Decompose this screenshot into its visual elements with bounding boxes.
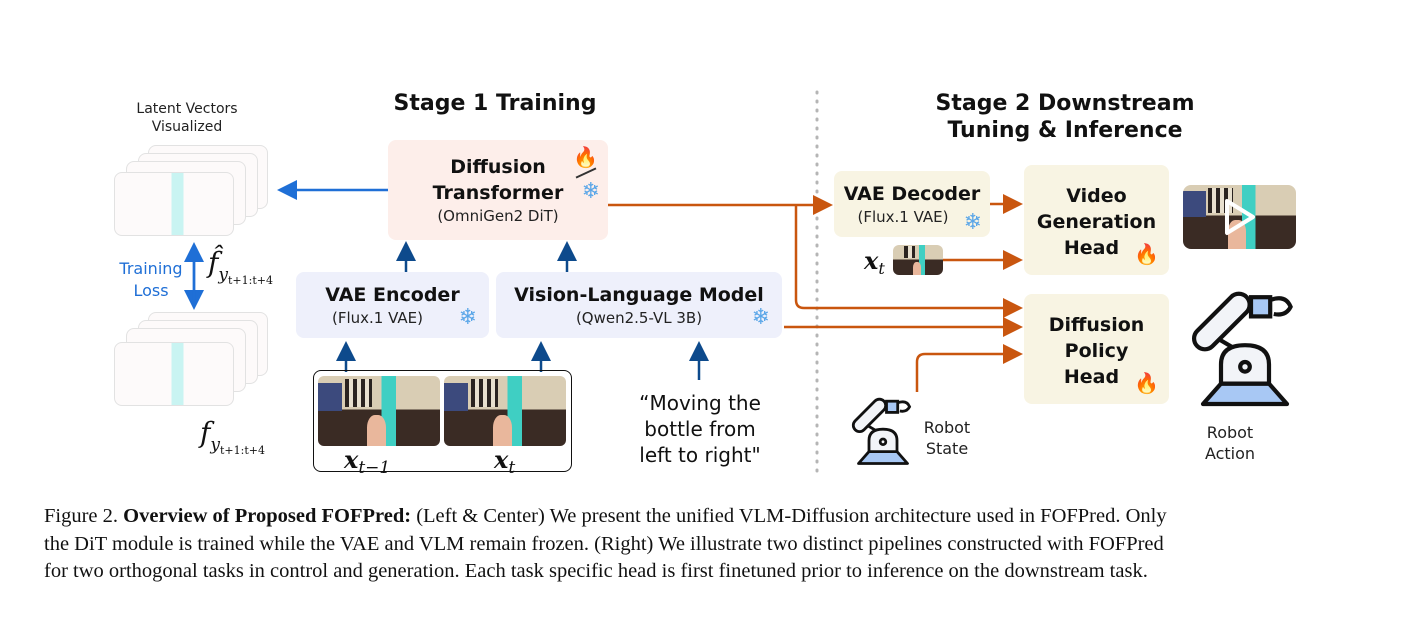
frame-label-current: xt [494, 445, 515, 478]
vae-encoder-title: VAE Encoder [325, 284, 460, 306]
input-frames-group: xt−1 xt [313, 370, 572, 478]
f-sub: y [210, 435, 220, 455]
vae-encoder-box: VAE Encoder (Flux.1 VAE) ❄ [296, 272, 489, 338]
dit-title-line1: Diffusion [450, 156, 546, 178]
snowflake-icon: ❄ [581, 179, 600, 204]
f-hat-symbol: f̂yt+1:t+4 [208, 246, 273, 287]
vae-decoder-subtitle: (Flux.1 VAE) [857, 208, 949, 226]
fire-icon: 🔥 [573, 147, 598, 169]
vision-language-model-box: Vision-Language Model (Qwen2.5-VL 3B) ❄ [496, 272, 782, 338]
prompt-line1: “Moving the [639, 391, 761, 415]
caption-line2: the DiT module is trained while the VAE … [44, 532, 1164, 555]
robot-state-line1: Robot [923, 418, 971, 437]
policy-head-line2: Policy [1064, 340, 1129, 362]
caption-bold-title: Overview of Proposed FOFPred: [123, 505, 412, 527]
latent-vectors-label: Latent Vectors Visualized [112, 100, 262, 136]
robot-action-line1: Robot [1206, 423, 1254, 442]
f-subsub: t+1:t+4 [219, 444, 265, 457]
prompt-line3: left to right" [639, 443, 761, 467]
training-loss-label: Training Loss [110, 258, 192, 302]
policy-head-line3: Head [1063, 366, 1120, 388]
caption-prefix: Figure 2. [44, 505, 124, 527]
vlm-title: Vision-Language Model [514, 284, 764, 306]
vae-decoder-box: VAE Decoder (Flux.1 VAE) ❄ [834, 171, 990, 237]
x-letter: x [864, 246, 879, 275]
f-symbol: fyt+1:t+4 [200, 416, 265, 457]
xt-label: xt [864, 246, 885, 278]
training-loss-line2: Loss [133, 281, 169, 300]
vae-encoder-subtitle: (Flux.1 VAE) [331, 309, 423, 327]
snowflake-icon: ❄ [963, 210, 982, 235]
diffusion-policy-head-box: Diffusion Policy Head 🔥 [1024, 294, 1169, 404]
f-hat-sub: y [218, 265, 228, 285]
policy-head-line1: Diffusion [1048, 314, 1145, 336]
robot-state-line2: State [925, 439, 969, 458]
stage2-title: Stage 2 Downstream Tuning & Inference [900, 90, 1230, 144]
fire-icon: 🔥 [1134, 373, 1159, 395]
x-sub: t [878, 259, 885, 278]
dit-title-line2: Transformer [432, 182, 564, 204]
generated-video-thumbnail[interactable] [1183, 185, 1296, 249]
prompt-line2: bottle from [644, 417, 756, 441]
vlm-subtitle: (Qwen2.5-VL 3B) [575, 309, 703, 327]
caption-line1: Figure 2. Overview of Proposed FOFPred: … [44, 503, 1374, 531]
f-hat-letter: f̂ [208, 246, 219, 279]
robot-arm-action-icon [1191, 291, 1293, 407]
diffusion-transformer-box: Diffusion Transformer (OmniGen2 DiT) 🔥 ❄ [388, 140, 608, 240]
vae-decoder-title: VAE Decoder [843, 183, 981, 205]
snowflake-icon: ❄ [458, 305, 477, 330]
x-letter: x [494, 445, 509, 474]
text-prompt: “Moving the bottle from left to right" [615, 390, 785, 468]
snowflake-icon: ❄ [751, 305, 770, 330]
x-letter: x [344, 445, 359, 474]
f-letter: f [200, 416, 211, 449]
robot-state-label: Robot State [912, 417, 982, 459]
caption-line3: for two orthogonal tasks in control and … [44, 560, 1148, 582]
frame-label-previous: xt−1 [344, 445, 390, 478]
caption-line1-text: (Left & Center) We present the unified V… [411, 505, 1167, 527]
figure-caption: Figure 2. Overview of Proposed FOFPred: … [44, 503, 1374, 586]
stage1-title: Stage 1 Training [393, 91, 597, 116]
fire-icon: 🔥 [1134, 244, 1159, 266]
stage2-title-line2: Tuning & Inference [947, 118, 1183, 143]
x-sub: t−1 [358, 458, 391, 478]
robot-arm-state-icon [851, 397, 912, 465]
latent-label-line1: Latent Vectors [136, 101, 238, 117]
stage2-title-line1: Stage 2 Downstream [935, 91, 1195, 116]
frame-image-previous [318, 376, 440, 446]
latent-label-line2: Visualized [151, 119, 223, 135]
xt-thumbnail [893, 245, 943, 275]
video-head-line3: Head [1063, 237, 1120, 259]
connector-layer [184, 90, 1023, 477]
dit-subtitle: (OmniGen2 DiT) [437, 207, 559, 225]
dit-to-policy-arrow [794, 205, 1023, 318]
robot-action-line2: Action [1204, 444, 1256, 463]
robot-action-label: Robot Action [1190, 422, 1270, 464]
frame-image-current [444, 376, 566, 446]
play-icon[interactable] [1223, 197, 1257, 237]
f-hat-subsub: t+1:t+4 [227, 274, 273, 287]
x-sub: t [508, 458, 516, 478]
robot-state-to-policy-arrow [915, 344, 1023, 392]
video-head-line1: Video [1066, 185, 1127, 207]
video-generation-head-box: Video Generation Head 🔥 [1024, 165, 1169, 275]
video-head-line2: Generation [1036, 211, 1157, 233]
training-loss-line1: Training [119, 259, 183, 278]
